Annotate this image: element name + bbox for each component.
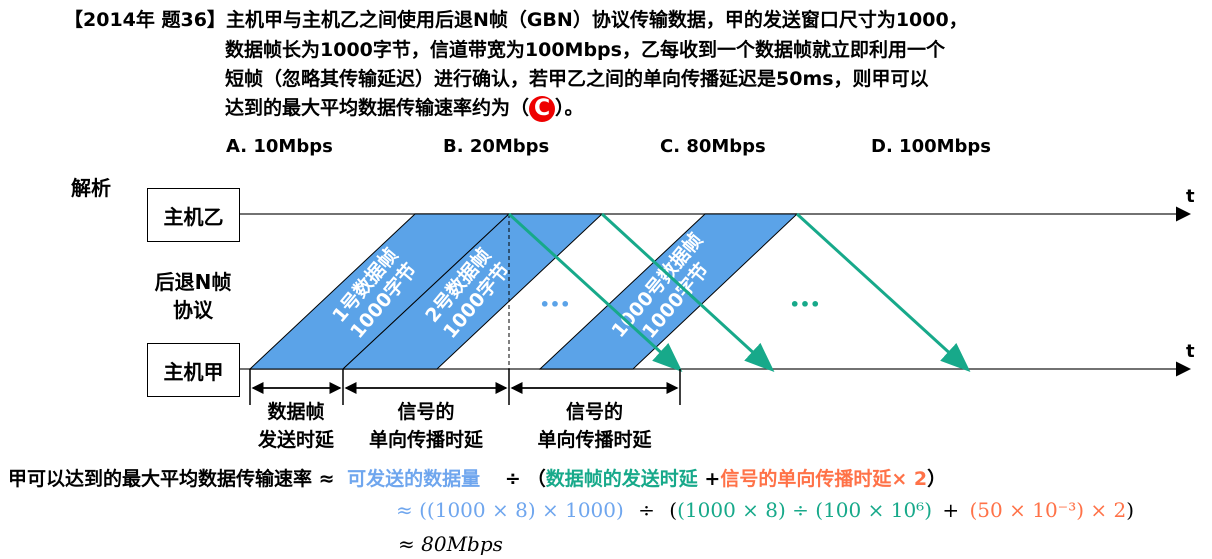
calc-plus: +	[942, 498, 960, 522]
question-line-1: 【2014年 题36】主机甲与主机乙之间使用后退N帧（GBN）协议传输数据，甲的…	[64, 6, 968, 35]
interval-send-delay: 数据帧发送时延	[257, 401, 334, 451]
host-a-box: 主机甲	[147, 343, 240, 397]
answer-badge: C	[529, 95, 556, 122]
option-d: D. 100Mbps	[871, 136, 992, 157]
ack-arrow-2	[600, 212, 775, 373]
question-tail: ）。	[555, 97, 584, 119]
formula-lhs: 甲可以达到的最大平均数据传输速率 ≈	[8, 468, 335, 490]
interval-markers	[249, 369, 681, 405]
ellipsis-frames: •••	[540, 295, 571, 314]
protocol-label: 后退N帧协议	[154, 270, 232, 322]
question-line-3: 短帧（忽略其传输延迟）进行确认，若甲乙之间的单向传播延迟是50ms，则甲可以	[225, 68, 929, 90]
calculation-line: ≈ ((1000 × 8) × 1000) ÷ ((1000 × 8) ÷ (1…	[396, 498, 1134, 522]
question-text: 达到的最大平均数据传输速率约为（	[225, 97, 530, 119]
question-text: 主机甲与主机乙之间使用后退N帧（GBN）协议传输数据，甲的发送窗口尺寸为1000…	[225, 9, 968, 31]
formula-paren: （	[526, 468, 546, 490]
formula-prop-delay: 信号的单向传播时延× 2	[720, 468, 928, 490]
ellipsis-acks: •••	[790, 295, 821, 314]
calc-numerator: ((1000 × 8) × 1000)	[419, 498, 624, 522]
calc-send-delay: (1000 × 8) ÷ (100 × 10⁶)	[677, 498, 933, 522]
formula-paren: ）	[927, 468, 947, 490]
formula-plus: +	[704, 468, 721, 490]
calc-approx: ≈	[396, 498, 413, 522]
section-label: 解析	[71, 176, 111, 200]
question-tag: 【2014年 题36】	[64, 9, 226, 31]
calc-prop-delay: (50 × 10⁻³) × 2	[969, 498, 1127, 522]
formula-send-delay: 数据帧的发送时延	[545, 468, 698, 490]
option-b: B. 20Mbps	[443, 136, 550, 157]
calc-div: ÷	[638, 498, 655, 522]
time-axis-label-b: t	[1186, 186, 1195, 207]
host-b-box: 主机乙	[147, 188, 240, 242]
interval-prop-delay-1: 信号的单向传播时延	[368, 401, 483, 451]
formula-div: ÷	[504, 468, 521, 490]
formula-numerator: 可发送的数据量	[347, 468, 481, 490]
question-line-4: 达到的最大平均数据传输速率约为（C）。	[225, 94, 584, 123]
ack-arrow-1	[507, 212, 683, 373]
option-a: A. 10Mbps	[226, 136, 333, 157]
interval-prop-delay-2: 信号的单向传播时延	[537, 401, 652, 451]
formula-line: 甲可以达到的最大平均数据传输速率 ≈ 可发送的数据量 ÷（数据帧的发送时延 +信…	[8, 464, 946, 491]
calc-paren: (	[669, 498, 678, 522]
time-axis-label-a: t	[1186, 341, 1195, 362]
option-c: C. 80Mbps	[660, 136, 766, 157]
question-line-2: 数据帧长为1000字节，信道带宽为100Mbps，乙每收到一个数据帧就立即利用一…	[225, 39, 945, 61]
ack-arrow-1000	[795, 212, 971, 373]
result: ≈ 80Mbps	[398, 532, 503, 556]
calc-paren: )	[1126, 498, 1135, 522]
